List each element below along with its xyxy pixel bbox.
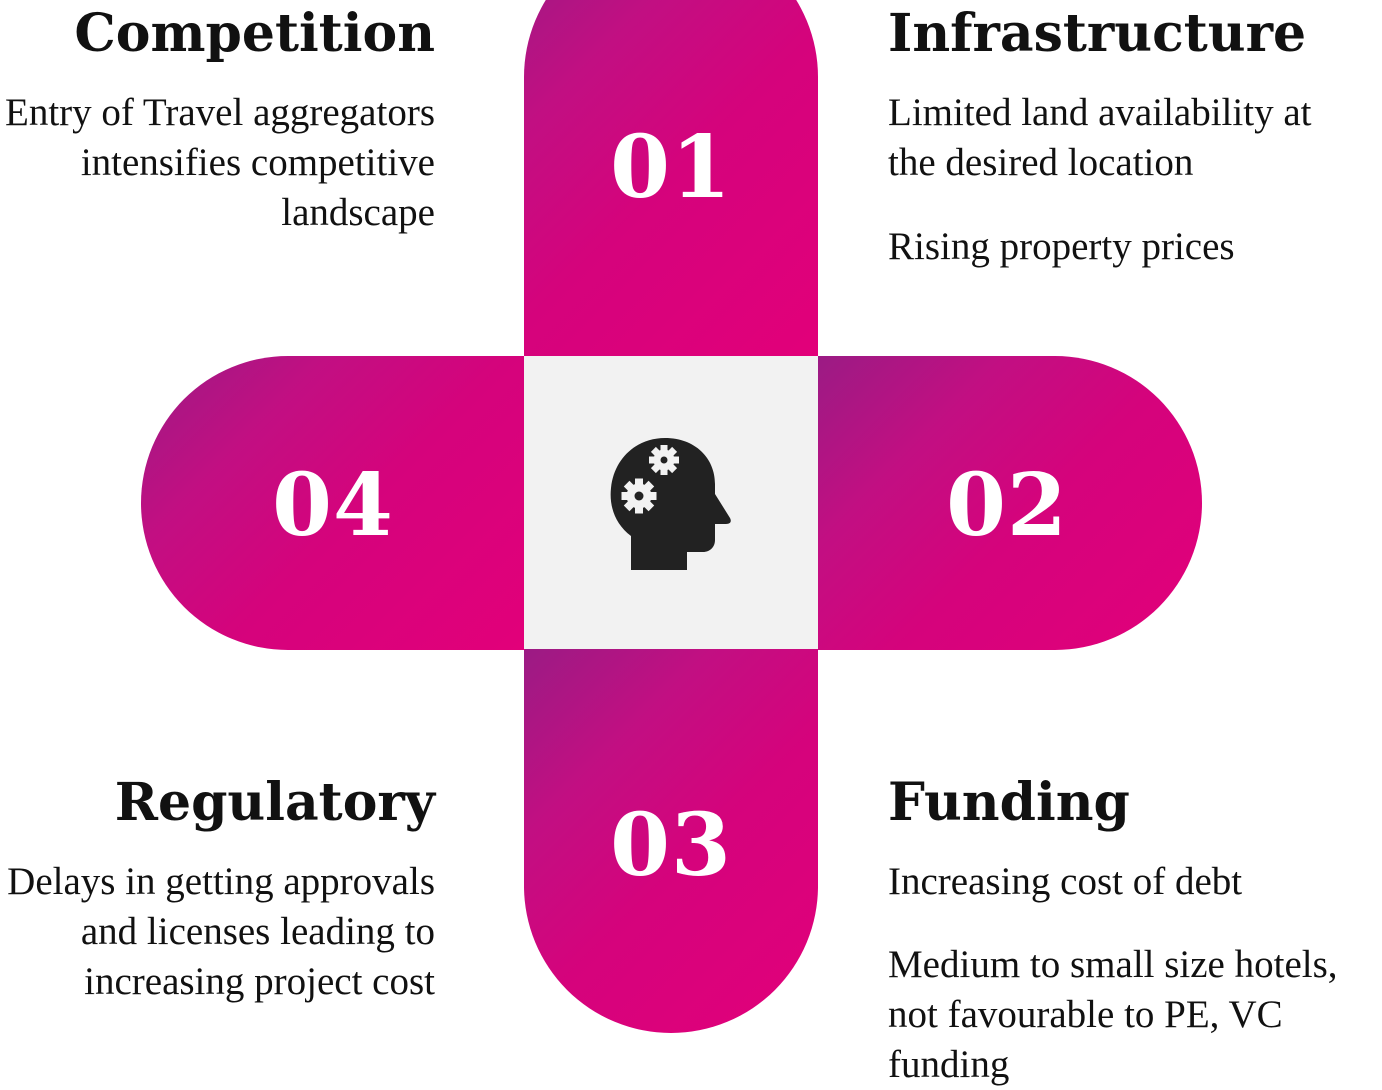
funding-title: Funding	[888, 772, 1130, 833]
segment-right	[818, 356, 1202, 650]
funding-point: Medium to small size hotels, not favoura…	[888, 943, 1338, 1086]
regulatory-title: Regulatory	[114, 772, 435, 833]
infrastructure-point: Rising property prices	[888, 225, 1235, 268]
segment-number-01: 01	[610, 117, 732, 218]
regulatory-description: Delays in getting approvals and licenses…	[7, 860, 435, 1003]
segment-bottom	[524, 649, 818, 1033]
segment-number-04: 04	[272, 455, 394, 556]
segment-number-03: 03	[610, 795, 732, 896]
segment-left	[141, 356, 525, 650]
competition-title: Competition	[74, 3, 435, 64]
infrastructure-title: Infrastructure	[888, 3, 1307, 64]
competition-description: Entry of Travel aggregators intensifies …	[5, 91, 435, 234]
infrastructure-point: Limited land availability at the desired…	[888, 91, 1312, 184]
segment-top	[524, 0, 818, 356]
head-with-gears-icon	[610, 438, 731, 570]
segment-number-02: 02	[946, 455, 1068, 556]
funding-point: Increasing cost of debt	[888, 860, 1243, 903]
